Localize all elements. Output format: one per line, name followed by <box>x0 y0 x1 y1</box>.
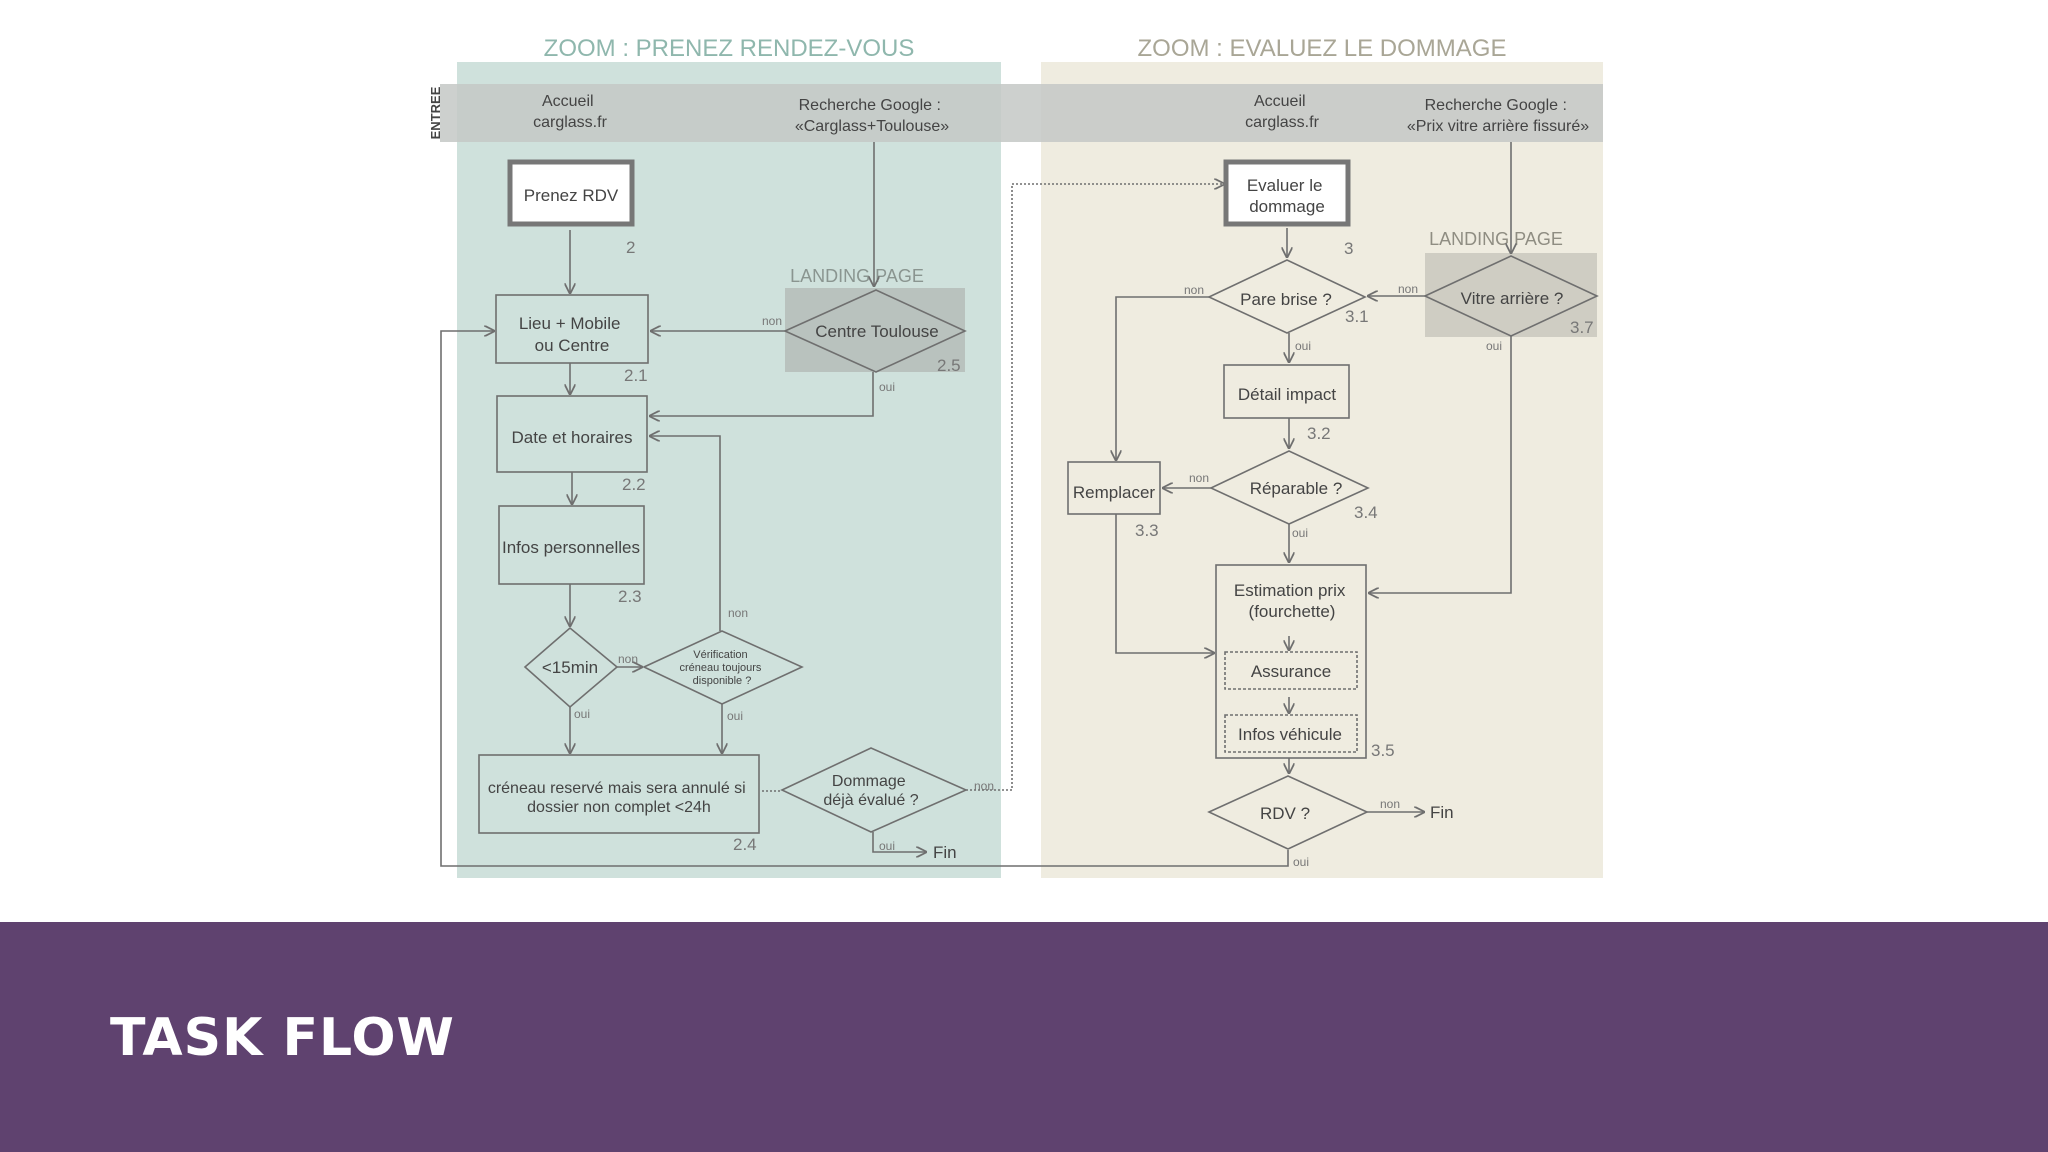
edge-dommage-to-fin <box>872 832 926 852</box>
node-estimation <box>1215 564 1367 759</box>
step-number-2: 2 <box>626 238 635 257</box>
step-number-2-2: 2.2 <box>622 475 646 494</box>
edge-label-non-parebrise: non <box>1184 283 1204 297</box>
step-number-2-3: 2.3 <box>618 587 642 606</box>
label-vitre: Vitre arrière ? <box>1461 289 1564 308</box>
node-reparable <box>1209 450 1370 525</box>
edge-label-oui-vitre: oui <box>1486 339 1502 353</box>
edge-label-non-dommage: non <box>974 779 994 793</box>
node-pare-brise <box>1207 259 1367 334</box>
edge-label-oui-dommage: oui <box>879 839 895 853</box>
entry-google-left: Recherche Google : «Carglass+Toulouse» <box>795 97 949 135</box>
task-flow-diagram: ZOOM : PRENEZ RENDEZ-VOUS ZOOM : EVALUEZ… <box>428 35 1603 878</box>
edge-label-oui-parebrise: oui <box>1295 339 1311 353</box>
label-reparable: Réparable ? <box>1250 479 1343 498</box>
landing-shade-right <box>1425 253 1597 337</box>
label-pare-brise: Pare brise ? <box>1240 290 1332 309</box>
label-fin-left: Fin <box>933 843 957 862</box>
edge-label-oui-lt15: oui <box>574 707 590 721</box>
step-number-3-7: 3.7 <box>1570 318 1594 337</box>
entry-google-right: Recherche Google : «Prix vitre arrière f… <box>1407 97 1589 135</box>
edge-centre-to-date <box>650 372 874 416</box>
edge-parebrise-to-remplacer <box>1116 296 1209 460</box>
edge-label-non-vitre: non <box>1398 282 1418 296</box>
zone-title-right: ZOOM : EVALUEZ LE DOMMAGE <box>1138 35 1507 62</box>
node-creneau <box>478 754 760 834</box>
node-assurance <box>1224 651 1358 690</box>
step-number-3-5: 3.5 <box>1371 741 1395 760</box>
node-infos-vehicule <box>1224 714 1358 753</box>
label-assurance: Assurance <box>1251 662 1331 681</box>
entry-home-right: Accueil carglass.fr <box>1245 93 1319 131</box>
node-infos-perso <box>498 505 645 585</box>
node-remplacer <box>1067 461 1161 515</box>
label-verification: Vérification créneau toujours disponible… <box>679 649 764 687</box>
label-evaluer: Evaluer le dommage <box>1247 176 1327 216</box>
edge-label-non-rdv: non <box>1380 797 1400 811</box>
edge-label-oui-reparable: oui <box>1292 526 1308 540</box>
node-evaluer <box>1223 159 1351 227</box>
step-number-3-1: 3.1 <box>1345 307 1369 326</box>
label-infos-perso: Infos personnelles <box>502 538 640 557</box>
edge-remplacer-to-estimation <box>1115 514 1214 653</box>
label-lieu: Lieu + Mobile ou Centre <box>519 314 625 355</box>
edge-dommage-to-evaluer <box>966 184 1224 791</box>
label-creneau: créneau reservé mais sera annulé si doss… <box>488 780 750 816</box>
landing-label-right: LANDING PAGE <box>1429 229 1563 249</box>
label-estimation: Estimation prix (fourchette) <box>1234 581 1350 621</box>
slide-title: TASK FLOW <box>110 1008 455 1068</box>
edge-label-oui-verif: oui <box>727 709 743 723</box>
edge-rdv-loop-to-lieu <box>440 331 1289 867</box>
label-remplacer: Remplacer <box>1073 483 1156 502</box>
node-verification <box>642 630 804 705</box>
label-centre-toulouse: Centre Toulouse <box>815 322 939 341</box>
label-prenez-rdv: Prenez RDV <box>524 186 619 205</box>
step-number-3-4: 3.4 <box>1354 503 1378 522</box>
label-rdv: RDV ? <box>1260 804 1310 823</box>
label-detail: Détail impact <box>1238 385 1337 404</box>
label-infos-vehicule: Infos véhicule <box>1238 725 1342 744</box>
entry-home-left: Accueil carglass.fr <box>533 93 607 131</box>
node-lieu <box>495 294 649 364</box>
label-date: Date et horaires <box>512 428 633 447</box>
node-detail <box>1223 364 1350 419</box>
edge-verif-to-date <box>650 436 721 631</box>
step-number-3-2: 3.2 <box>1307 424 1331 443</box>
node-vitre <box>1423 255 1599 337</box>
entry-label: ENTREE <box>428 86 443 139</box>
step-number-3-3: 3.3 <box>1135 521 1159 540</box>
entry-band <box>440 84 1603 142</box>
landing-label-left: LANDING PAGE <box>790 266 924 286</box>
label-fin-right: Fin <box>1430 803 1454 822</box>
step-number-2-4: 2.4 <box>733 835 757 854</box>
label-dommage: Dommage déjà évalué ? <box>823 773 918 809</box>
node-prenez-rdv <box>507 159 635 227</box>
step-number-3: 3 <box>1344 239 1353 258</box>
edge-vitre-to-estimation <box>1369 336 1512 593</box>
edge-label-oui-centre: oui <box>879 380 895 394</box>
edge-label-oui-rdv: oui <box>1293 855 1309 869</box>
landing-shade-left <box>785 288 965 372</box>
step-number-2-1: 2.1 <box>624 366 648 385</box>
edge-label-non-reparable: non <box>1189 471 1209 485</box>
step-number-2-5: 2.5 <box>937 356 961 375</box>
zone-title-left: ZOOM : PRENEZ RENDEZ-VOUS <box>544 35 915 62</box>
label-lt15: <15min <box>542 658 598 677</box>
edge-label-non-centre: non <box>762 314 782 328</box>
node-centre-toulouse <box>783 289 967 373</box>
edge-label-non-lt15: non <box>618 652 638 666</box>
footer-banner: TASK FLOW <box>0 922 2048 1152</box>
edge-label-non-verif: non <box>728 606 748 620</box>
